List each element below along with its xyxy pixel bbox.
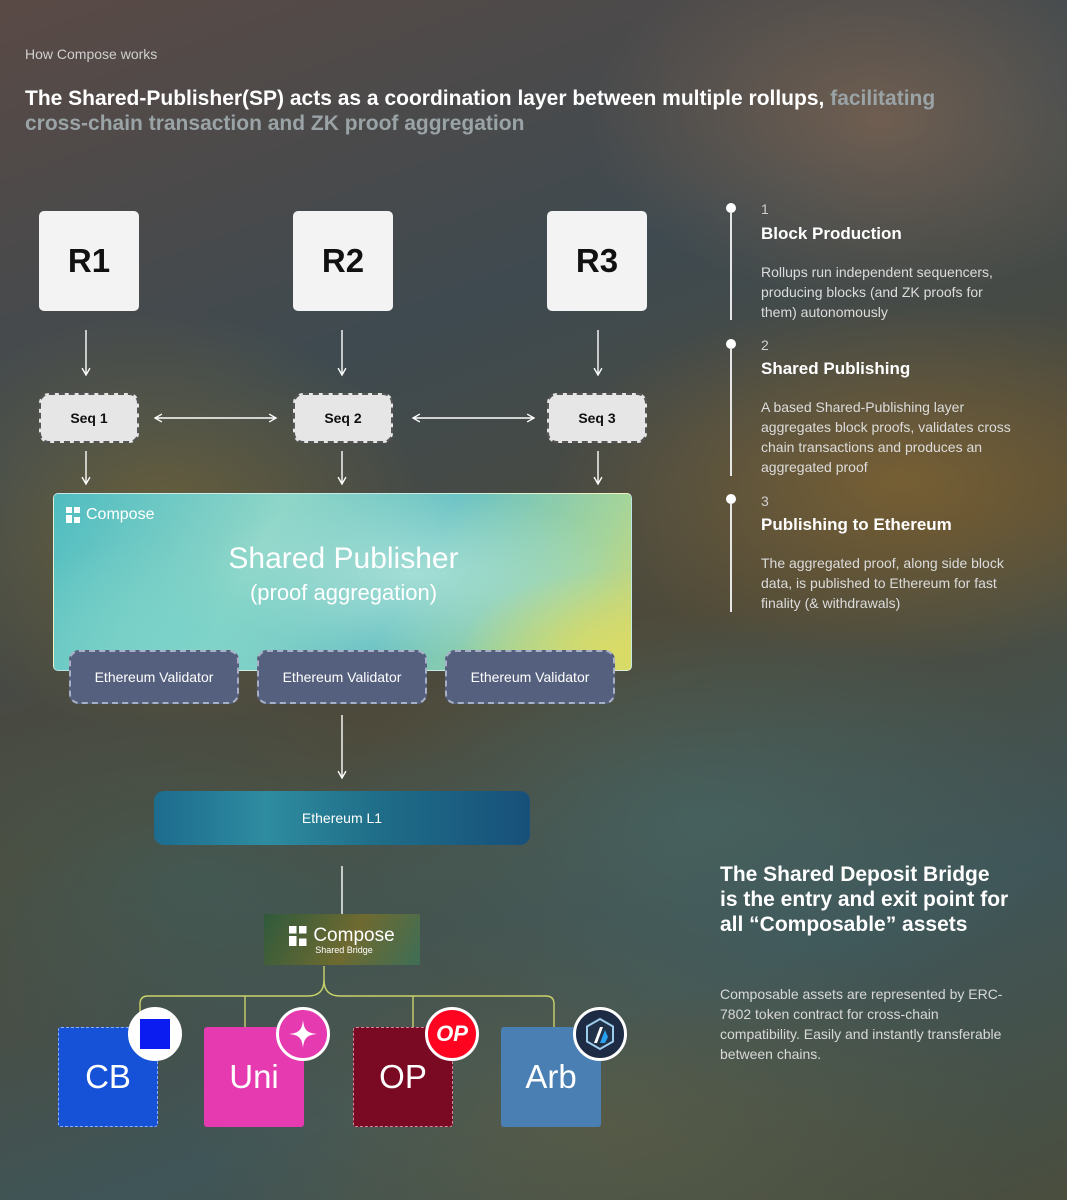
ethereum-validator-2: Ethereum Validator [257, 650, 427, 704]
rollup-box-r2: R2 [293, 211, 393, 311]
headline-dim: facilitating cross-chain transaction and… [25, 87, 936, 135]
step-desc-3: The aggregated proof, along side block d… [761, 555, 1004, 611]
step-title-2: Shared Publishing [761, 359, 911, 378]
ethereum-l1-box: Ethereum L1 [154, 791, 530, 845]
step-desc-1: Rollups run independent sequencers, prod… [761, 264, 993, 320]
chain-label-uni: Uni [229, 1058, 279, 1095]
step-title-1: Block Production [761, 224, 902, 243]
bridge-brand-label: Compose [313, 924, 395, 946]
step-line-2 [730, 349, 732, 476]
shared-publisher-card: Compose Shared Publisher (proof aggregat… [53, 493, 632, 671]
compose-brand-label: Compose [86, 506, 155, 523]
deposit-bridge-desc: Composable assets are represented by ERC… [720, 986, 1003, 1062]
rollup-box-r3: R3 [547, 211, 647, 311]
ethereum-validator-3: Ethereum Validator [445, 650, 615, 704]
deposit-bridge-heading: The Shared Deposit Bridge is the entry a… [720, 863, 1009, 936]
step-line-1 [730, 213, 732, 320]
compose-shared-bridge: Compose Shared Bridge [264, 914, 420, 965]
step-number-1: 1 [761, 201, 769, 217]
compose-logo-icon [66, 507, 80, 523]
rollup-box-r1: R1 [39, 211, 139, 311]
page-headline: The Shared-Publisher(SP) acts as a coord… [25, 86, 985, 136]
ethereum-l1-label: Ethereum L1 [301, 810, 383, 826]
compose-brand: Compose [66, 506, 154, 524]
chain-label-op: OP [379, 1058, 427, 1095]
step-dot-3 [726, 494, 736, 504]
chain-label-cb: CB [85, 1058, 131, 1095]
sequencer-box-3: Seq 3 [547, 393, 647, 443]
sequencer-box-1: Seq 1 [39, 393, 139, 443]
headline-main: The Shared-Publisher(SP) acts as a coord… [25, 87, 831, 110]
arbitrum-icon [573, 1007, 627, 1061]
step-line-3 [730, 504, 732, 612]
eyebrow-label: How Compose works [25, 46, 158, 62]
chain-label-arb: Arb [525, 1058, 577, 1095]
sparkle-icon [276, 1007, 330, 1061]
step-title-3: Publishing to Ethereum [761, 515, 952, 534]
shared-publisher-title: Shared Publisher [228, 542, 459, 575]
op-icon-text: OP [436, 1021, 468, 1046]
step-number-3: 3 [761, 493, 769, 509]
step-number-2: 2 [761, 337, 769, 353]
compose-logo-icon [289, 925, 307, 946]
shared-publisher-subtitle: (proof aggregation) [249, 580, 438, 605]
bridge-brand: Compose [289, 924, 395, 947]
bridge-tree [139, 966, 555, 1027]
step-dot-2 [726, 339, 736, 349]
chain-box-op: OP [353, 1027, 453, 1127]
ethereum-validator-1: Ethereum Validator [69, 650, 239, 704]
bridge-sub-label: Shared Bridge [315, 944, 373, 955]
sequencer-box-2: Seq 2 [293, 393, 393, 443]
square-icon [128, 1007, 182, 1061]
step-desc-2: A based Shared-Publishing layer aggregat… [761, 399, 1011, 475]
op-icon: OP [425, 1007, 479, 1061]
step-dot-1 [726, 203, 736, 213]
